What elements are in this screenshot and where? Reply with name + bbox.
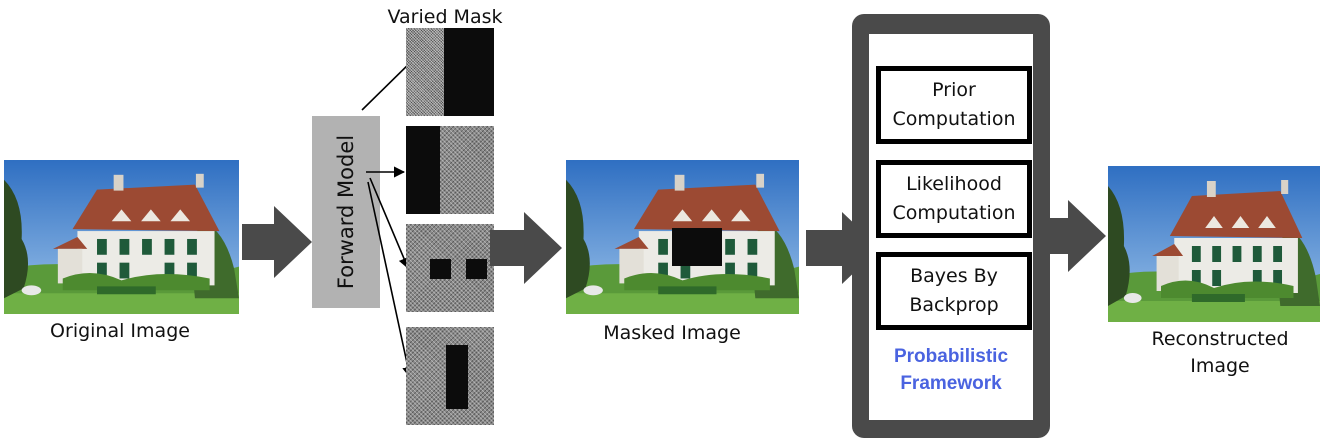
arrow-to-framework <box>806 212 880 284</box>
mask-3-square-right <box>466 259 487 279</box>
likelihood-computation-box: Likelihood Computation <box>876 160 1032 238</box>
arrow-to-reconstructed <box>1036 200 1106 272</box>
mask-4-bar <box>446 345 468 409</box>
mask-2-pattern <box>440 126 494 214</box>
original-image-caption: Original Image <box>50 320 190 342</box>
reconstructed-image <box>1108 166 1320 322</box>
original-image <box>4 160 239 314</box>
reconstructed-image-caption: Reconstructed Image <box>1151 328 1289 377</box>
masked-image-caption: Masked Image <box>603 322 741 344</box>
prior-computation-box: Prior Computation <box>876 66 1032 144</box>
prior-computation-label: Prior Computation <box>892 79 1016 130</box>
arrow-to-masked-image <box>490 212 562 284</box>
forward-model-label: Forward Model <box>334 134 358 290</box>
probabilistic-framework-title: Probabilistic Framework <box>893 346 1009 394</box>
mask-1-pattern <box>406 28 444 116</box>
masked-image-black-square <box>672 228 722 266</box>
bayes-by-backprop-box: Bayes By Backprop <box>876 252 1032 330</box>
arrow-to-forward-model <box>242 206 312 278</box>
mask-1-black-region <box>444 28 494 116</box>
likelihood-computation-label: Likelihood Computation <box>892 173 1016 224</box>
mask-3-square-left <box>430 259 451 279</box>
masked-image <box>566 160 799 314</box>
mask-2-black-region <box>406 126 444 214</box>
varied-mask-caption: Varied Mask <box>387 6 503 28</box>
bayes-by-backprop-label: Bayes By Backprop <box>909 265 999 316</box>
